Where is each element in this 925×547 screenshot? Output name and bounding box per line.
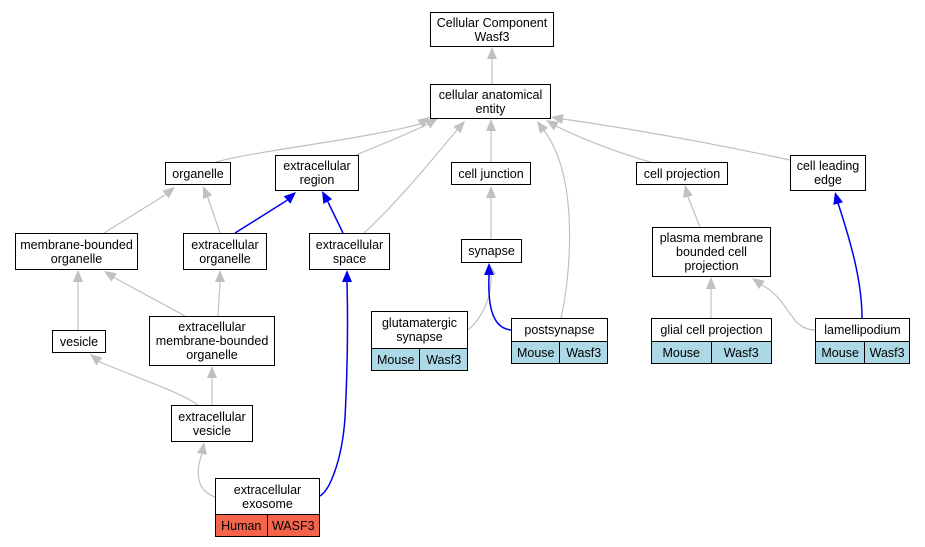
arrowhead-ecmbo-to-ecvesicle <box>207 366 217 378</box>
arrowhead-mbo-to-vesicle <box>73 270 83 282</box>
annotation-species: Mouse <box>816 342 866 363</box>
node-extracellular-organelle[interactable]: extracellular organelle <box>183 233 267 270</box>
annotation-species: Mouse <box>652 342 712 363</box>
edge-tail-ecregion-to-ecorganelle <box>285 199 288 202</box>
arrowhead-cae-to-postsyn <box>537 121 549 134</box>
arrowhead-organelle-to-mbo <box>162 187 175 199</box>
edge-tail-mbo-to-ecmbo <box>113 276 116 279</box>
arrowhead-ecorganelle-to-ecmbo <box>215 270 225 282</box>
edge-cae-to-ecspace <box>363 129 458 234</box>
edge-vesicle-to-ecvesicle <box>99 361 199 406</box>
arrowhead-cae-to-ecspace <box>453 121 465 134</box>
node-extracellular-region[interactable]: extracellular region <box>275 155 359 191</box>
node-extracellular-membrane-bounded-organelle[interactable]: extracellular membrane-bounded organelle <box>149 316 275 366</box>
edge-tail-vesicle-to-ecvesicle <box>98 361 101 363</box>
annotation-species: Mouse <box>512 342 561 363</box>
annotation-gene: Wasf3 <box>869 345 905 360</box>
edge-leadingedge-to-lamelli <box>837 202 863 319</box>
arrowhead-pmbcp-to-glialproj <box>706 277 716 289</box>
arrowhead-celljunction-to-synapse <box>486 186 496 198</box>
annotation-glutamatergic-synapse: Mouse Wasf3 <box>371 348 468 371</box>
edge-ecorganelle-to-ecmbo <box>217 281 221 317</box>
annotation-gene: WASF3 <box>271 518 315 533</box>
node-lamellipodium[interactable]: lamellipodium <box>815 318 910 342</box>
node-membrane-bounded-organelle[interactable]: membrane-bounded organelle <box>15 233 138 270</box>
arrowhead-cellproj-to-pmbcp <box>683 185 693 198</box>
arrowhead-synapse-to-postsyn <box>484 263 494 275</box>
annotation-gene: Wasf3 <box>426 352 462 367</box>
annotation-gene: Wasf3 <box>566 345 602 360</box>
edge-pmbcp-to-lamelli <box>761 284 816 331</box>
arrowhead-cae-to-celljunction <box>486 119 496 131</box>
arrowhead-root-to-cae <box>487 47 497 59</box>
arrowhead-ecvesicle-to-exosome <box>197 442 207 455</box>
edge-synapse-to-glutsyn <box>467 274 492 331</box>
edge-cae-to-cellproj <box>555 125 651 163</box>
edge-synapse-to-postsyn <box>488 274 512 331</box>
edge-cellproj-to-pmbcp <box>687 196 701 228</box>
annotation-species: Mouse <box>372 349 421 370</box>
annotation-postsynapse: Mouse Wasf3 <box>511 341 608 364</box>
arrowhead-cae-to-ecregion <box>425 118 438 129</box>
node-cellular-anatomical-entity[interactable]: cellular anatomical entity <box>430 84 551 119</box>
edge-tail-organelle-to-mbo <box>164 194 167 196</box>
node-plasma-membrane-bounded-cell-projection[interactable]: plasma membrane bounded cell projection <box>652 227 771 277</box>
node-postsynapse[interactable]: postsynapse <box>511 318 608 342</box>
edge-organelle-to-mbo <box>103 194 166 234</box>
annotation-glial-cell-projection: Mouse Wasf3 <box>651 341 772 364</box>
node-extracellular-exosome[interactable]: extracellular exosome <box>215 478 320 515</box>
arrowhead-leadingedge-to-lamelli <box>833 192 843 205</box>
arrowhead-ecregion-to-ecorganelle <box>283 192 296 204</box>
arrowhead-ecspace-to-exosome <box>342 270 352 282</box>
node-cell-projection[interactable]: cell projection <box>636 162 728 185</box>
node-cell-junction[interactable]: cell junction <box>451 162 531 185</box>
arrowhead-cae-to-leadingedge <box>551 114 564 124</box>
edge-cae-to-postsyn <box>544 131 571 319</box>
edge-mbo-to-ecmbo <box>114 277 186 317</box>
node-extracellular-space[interactable]: extracellular space <box>309 233 390 270</box>
arrowhead-pmbcp-to-lamelli <box>752 278 765 289</box>
edge-ecspace-to-exosome <box>319 281 349 497</box>
arrowhead-vesicle-to-ecvesicle <box>90 354 103 366</box>
node-glial-cell-projection[interactable]: glial cell projection <box>651 318 772 342</box>
node-vesicle[interactable]: vesicle <box>52 330 106 353</box>
arrowhead-organelle-to-ecorganelle <box>203 186 213 199</box>
edge-ecvesicle-to-exosome <box>197 453 216 498</box>
annotation-gene: Wasf3 <box>723 345 759 360</box>
arrowhead-cae-to-cellproj <box>546 120 559 131</box>
edge-tail-cae-to-postsyn <box>543 130 546 133</box>
node-synapse[interactable]: synapse <box>461 239 522 263</box>
edge-organelle-to-ecorganelle <box>207 197 221 234</box>
edge-cae-to-ecregion <box>355 123 429 156</box>
node-extracellular-vesicle[interactable]: extracellular vesicle <box>171 405 253 442</box>
node-glutamatergic-synapse[interactable]: glutamatergic synapse <box>371 311 468 349</box>
node-cell-leading-edge[interactable]: cell leading edge <box>790 155 866 191</box>
node-cellular-component-root[interactable]: Cellular Component Wasf3 <box>430 12 554 47</box>
arrowhead-mbo-to-ecmbo <box>104 271 117 282</box>
edge-ecregion-to-ecorganelle <box>234 200 287 234</box>
annotation-species: Human <box>216 515 268 536</box>
edge-cae-to-organelle <box>215 123 421 163</box>
node-organelle[interactable]: organelle <box>165 162 231 185</box>
edge-ecregion-to-ecspace <box>327 201 344 234</box>
arrowhead-ecregion-to-ecspace <box>322 191 333 204</box>
edge-cae-to-leadingedge <box>562 118 791 161</box>
